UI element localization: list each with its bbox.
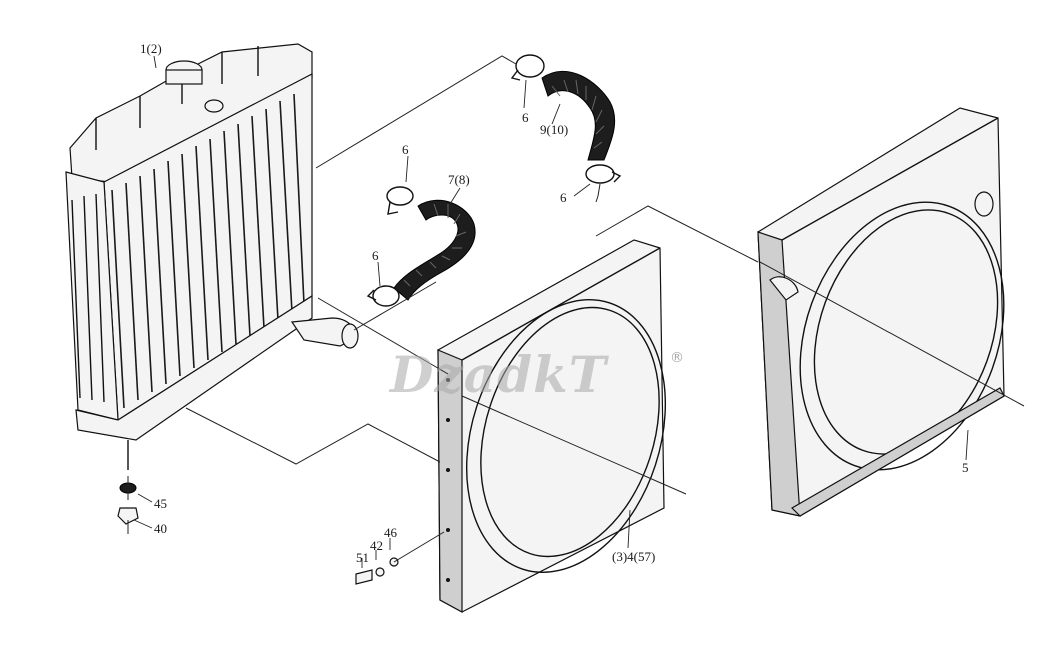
- label-hose-lower: 7(8): [448, 172, 470, 187]
- label-fan-shroud-front: (3)4(57): [612, 549, 655, 564]
- callout-labels: 1(2) 6 9(10) 6 6 7(8) 6 45 40 51 42 46 (…: [140, 41, 969, 565]
- label-hose-upper: 9(10): [540, 122, 568, 137]
- radiator-fins: [111, 93, 305, 409]
- label-clamp-mid-lower: 6: [372, 248, 379, 263]
- fan-shroud-rear: [757, 107, 1005, 517]
- upper-hose: [541, 70, 616, 161]
- lower-hose: [393, 199, 476, 301]
- label-bolt: 51: [356, 550, 369, 565]
- label-clamp-top-right: 6: [560, 190, 567, 205]
- label-drain-plug: 40: [154, 521, 167, 536]
- drain-hardware: [117, 482, 139, 525]
- clamp-mid-upper: [386, 186, 414, 215]
- fan-shroud-front: [437, 239, 667, 614]
- leader-lines: [133, 55, 969, 568]
- label-washer-flat: 46: [384, 525, 398, 540]
- watermark: DzadkT ®: [388, 345, 684, 404]
- clamp-mid-lower: [366, 285, 400, 307]
- label-drain-washer: 45: [154, 496, 167, 511]
- explode-lines: [127, 55, 1025, 563]
- clamp-top-left: [510, 54, 545, 81]
- label-radiator: 1(2): [140, 41, 162, 56]
- watermark-registered-mark: ®: [670, 350, 684, 366]
- label-fan-shroud-rear: 5: [962, 460, 969, 475]
- clamp-top-right: [585, 164, 622, 184]
- watermark-text: DzadkT: [388, 345, 610, 404]
- label-clamp-top-left: 6: [522, 110, 529, 125]
- label-washer-lock: 42: [370, 538, 383, 553]
- label-clamp-mid-upper: 6: [402, 142, 409, 157]
- radiator-assembly: [65, 43, 359, 470]
